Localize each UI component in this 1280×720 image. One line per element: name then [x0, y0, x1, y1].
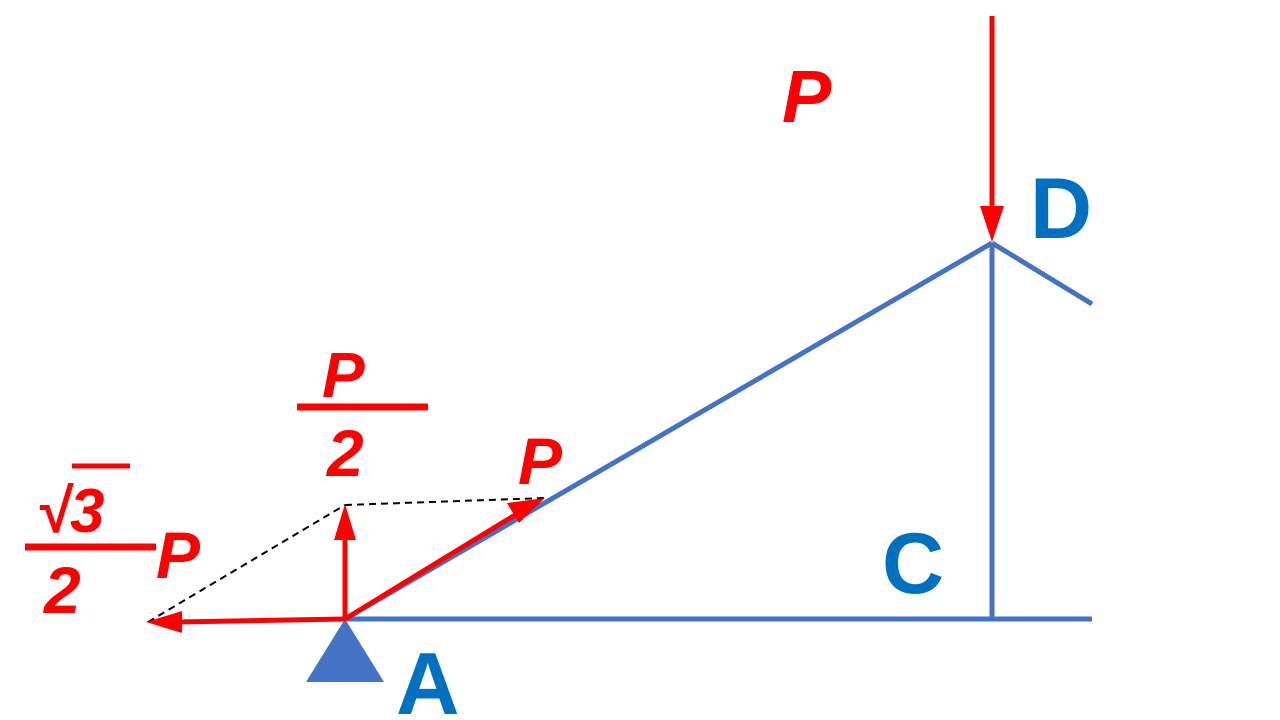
horizontal-component-radical: √3: [36, 477, 105, 546]
pin-support-icon: [306, 619, 384, 682]
horizontal-component-symbol: P: [156, 518, 201, 592]
member-force-label: P: [518, 424, 563, 498]
horizontal-component-arrowhead-icon: [146, 611, 182, 633]
construction-line-top: [344, 497, 546, 506]
node-label-c: C: [882, 516, 944, 612]
vertical-component-numerator: P: [322, 339, 365, 411]
construction-line-left: [147, 504, 346, 623]
member-ad: [343, 240, 994, 622]
applied-load-label: P: [782, 55, 832, 138]
member-force-arrow: [343, 509, 522, 622]
member-force-arrowhead-icon: [507, 498, 545, 523]
horizontal-component-arrow: [175, 616, 346, 625]
member-d-right: [990, 240, 1094, 307]
node-label-a: A: [396, 634, 460, 720]
vertical-component-arrowhead-icon: [334, 504, 356, 540]
node-label-d: D: [1030, 161, 1092, 257]
applied-load-arrowhead-icon: [980, 206, 1004, 242]
vertical-component-denominator: 2: [325, 416, 364, 490]
horizontal-component-denominator: 2: [42, 553, 81, 627]
